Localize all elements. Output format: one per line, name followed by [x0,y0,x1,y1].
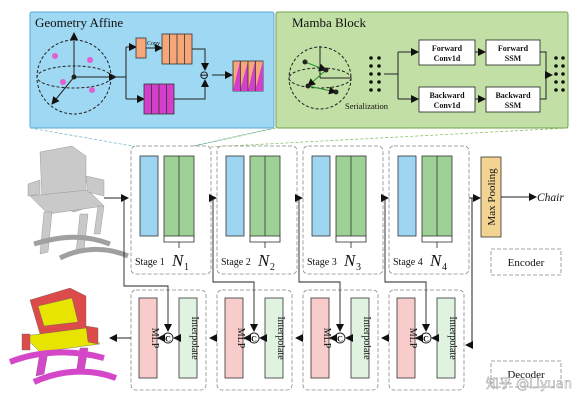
decoder-block-3: MLP Interpolate C [302,289,379,391]
classification-output-label: Chair [537,192,564,204]
backward-conv1d-line2: Conv1d [434,101,461,110]
backward-ssm-line2: SSM [505,101,522,110]
serialization-label: Serialization [345,101,389,111]
stage-1-affine-block [139,155,159,237]
stage-2-label: Stage 2 [221,257,251,268]
forward-conv1d-line2: Conv1d [434,54,461,63]
stage-3-n: N [343,251,357,270]
geometry-affine-title: Geometry Affine [35,15,123,30]
segmented-point-cloud-chair [8,287,118,385]
decoder-4-interpolate-label: Interpolate [447,316,458,360]
decoder-2-interpolate-label: Interpolate [275,316,286,360]
stage-2-affine-block [225,155,245,237]
stage-1-label: Stage 1 [135,257,165,268]
decoder-blocks: MLP Interpolate C MLP Interpolate C ML [109,289,465,391]
mean-block [135,37,147,59]
decoder-2-mlp-label: MLP [235,328,246,349]
stage-1-n-sub: 1 [184,262,189,273]
copied-feature-block [161,33,193,65]
decoder-2-concat-symbol: C [251,335,257,344]
mamba-block-panel: Mamba Block Serialization Forward Conv1 [275,11,569,129]
stage-4-n-sub: 4 [442,262,447,273]
input-feature-block [143,83,175,115]
decoder-3-concat-symbol: C [337,335,343,344]
copy-label: Copy [147,41,160,47]
stage-3-affine-block [311,155,331,237]
decoder-block-4: MLP Interpolate C [388,289,465,391]
decoder-1-concat-symbol: C [165,335,171,344]
stage-4: Stage 4 N 4 [388,145,470,275]
backward-ssm-line1: Backward [495,91,531,100]
forward-conv1d-line1: Forward [432,44,463,53]
encoder-stages: Stage 1 N 1 Stage 2 N 2 Stage 3 [130,145,481,275]
watermark-text: 知乎 @Liyuan [486,376,572,392]
backward-conv1d-block [418,86,476,113]
stage-1: Stage 1 N 1 [130,145,212,275]
skip-connections [123,198,430,332]
decoder-3-mlp-label: MLP [321,328,332,349]
mamba-block-title: Mamba Block [292,15,367,30]
serialized-sphere-icon [288,46,352,110]
decoder-1-mlp-label: MLP [149,328,160,349]
geometry-affine-panel: Geometry Affine Copy [29,11,275,129]
decoder-4-mlp-label: MLP [407,328,418,349]
subtract-operator: ⊖ [199,68,209,82]
stage-2: Stage 2 N 2 [216,145,298,275]
stage-1-n: N [171,251,185,270]
output-token-dots [554,56,565,92]
forward-ssm-line2: SSM [505,54,522,63]
decoder-block-1: MLP Interpolate C [130,289,207,391]
input-point-cloud-chair [27,145,129,261]
encoder-legend-label: Encoder [508,257,545,269]
point-sphere-icon [36,32,117,115]
forward-conv1d-block [418,39,476,66]
affine-output-block [232,60,264,92]
token-sequence-dots [369,56,381,92]
decoder-1-interpolate-label: Interpolate [189,316,200,360]
decoder-block-2: MLP Interpolate C [216,289,293,391]
stage-2-n: N [257,251,271,270]
stage-3-label: Stage 3 [307,257,337,268]
max-pooling-label: Max Pooling [486,168,498,226]
stage-4-affine-block [397,155,417,237]
max-pooling-block: Max Pooling [480,156,502,238]
geometry-affine-background [29,11,275,129]
backward-conv1d-line1: Backward [429,91,465,100]
stage-3: Stage 3 N 3 [302,145,384,275]
decoder-4-concat-symbol: C [423,335,429,344]
stage-4-n: N [429,251,443,270]
stage-4-label: Stage 4 [393,257,423,268]
stage-3-n-sub: 3 [356,262,361,273]
decoder-legend-label: Decoder [507,369,545,381]
decoder-3-interpolate-label: Interpolate [361,316,372,360]
forward-ssm-line1: Forward [498,44,529,53]
stage-2-n-sub: 2 [270,262,275,273]
